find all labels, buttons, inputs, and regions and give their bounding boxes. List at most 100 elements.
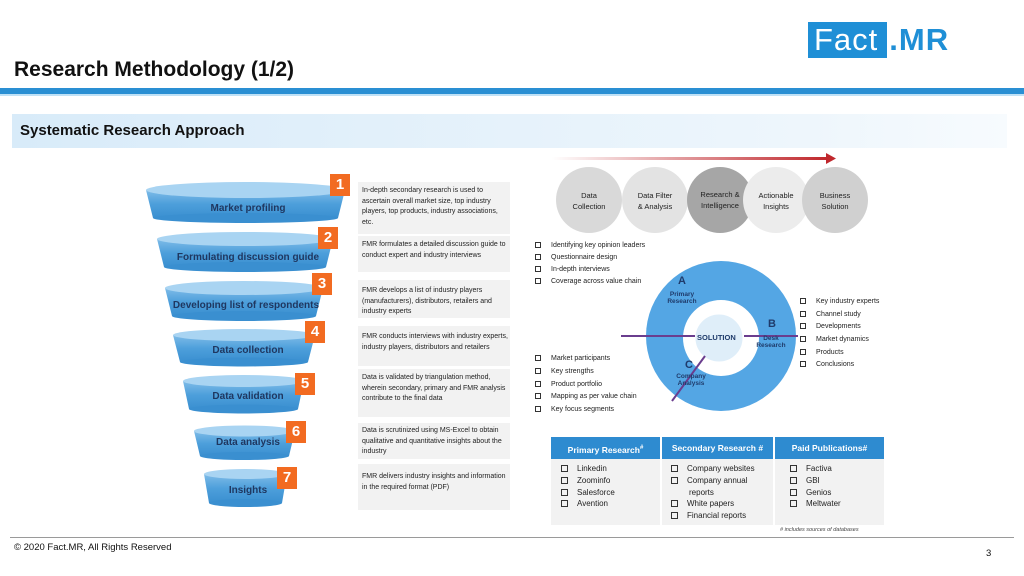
solution-wheel (621, 261, 798, 411)
desk-bullet-1-text: Key industry experts (816, 298, 880, 305)
company-bullet-5: Key focus segments (535, 405, 614, 415)
step-desc-6: Data is scrutinized using MS-Excel to ob… (362, 427, 502, 455)
checkbox-icon (535, 406, 541, 412)
wheel-letter-a: A (678, 275, 686, 287)
process-circle-4 (743, 167, 809, 233)
funnel-label-3: Developing list of respondents (172, 300, 320, 311)
wheel-label-company-line1: Company (676, 373, 706, 380)
checkbox-icon (671, 465, 678, 472)
desk-bullet-4-text: Market dynamics (816, 336, 869, 343)
wheel-label-company: Company Analysis (664, 373, 718, 387)
primary-sources-heading: Primary Research (567, 444, 640, 455)
funnel-label-4: Data collection (212, 345, 284, 356)
footer-rule (10, 537, 1014, 538)
checkbox-icon (671, 512, 678, 519)
checkbox-icon (561, 489, 568, 496)
process-label-3-line1: Research & (700, 190, 740, 199)
desk-bullet-1: Key industry experts (800, 297, 879, 307)
paid-sources-header: Paid Publications# (775, 437, 884, 459)
checkbox-icon (561, 477, 568, 484)
secondary-source-1-text: Company websites (687, 464, 755, 473)
process-circle-5 (802, 167, 868, 233)
desk-bullet-5-text: Products (816, 349, 844, 356)
secondary-source-1: Company websites (671, 463, 755, 475)
step-desc-2: FMR formulates a detailed discussion gui… (362, 241, 506, 259)
process-label-1: Data Collection (559, 190, 619, 212)
step-desc-4: FMR conducts interviews with industry ex… (362, 333, 508, 351)
checkbox-icon (535, 355, 541, 361)
primary-source-2-text: Zoominfo (577, 476, 611, 485)
checkbox-icon (790, 477, 797, 484)
step-desc-7: FMR delivers industry insights and infor… (362, 473, 506, 491)
funnel-stage-1 (146, 182, 345, 223)
checkbox-icon (535, 368, 541, 374)
checkbox-icon (800, 298, 806, 304)
step-desc-box-3 (358, 280, 510, 318)
primary-sources-body (551, 459, 660, 525)
paid-source-4-text: Meltwater (806, 499, 841, 508)
desk-bullet-5: Products (800, 348, 844, 358)
primary-sources-header: Primary Research# (551, 437, 660, 459)
sources-footnote: # includes sources of databases (780, 527, 859, 533)
step-desc-box-6 (358, 423, 510, 459)
funnel-stage-7 (204, 469, 287, 507)
primary-source-2: Zoominfo (561, 475, 610, 487)
title-rule-light (0, 94, 1024, 96)
checkbox-icon (800, 311, 806, 317)
process-label-2-line2: & Analysis (637, 202, 673, 211)
wheel-label-company-line2: Analysis (677, 380, 705, 387)
logo-text-left: Fact (808, 22, 888, 58)
company-bullet-2: Key strengths (535, 367, 594, 377)
checkbox-icon (535, 278, 541, 284)
copyright: © 2020 Fact.MR, All Rights Reserved (14, 542, 172, 553)
secondary-source-3-text: White papers (687, 499, 735, 508)
process-label-4-line1: Actionable (758, 191, 794, 200)
secondary-source-4: Financial reports (671, 510, 746, 522)
checkbox-icon (800, 361, 806, 367)
primary-bullet-4-text: Coverage across value chain (551, 278, 642, 285)
step-badge-6: 6 (286, 421, 306, 443)
logo-text-right: .MR (889, 22, 950, 57)
wheel-label-desk: Desk Research (748, 335, 794, 349)
desk-bullet-4: Market dynamics (800, 335, 869, 345)
checkbox-icon (671, 500, 678, 507)
checkbox-icon (790, 500, 797, 507)
process-circle-1 (556, 167, 622, 233)
company-bullet-2-text: Key strengths (551, 368, 594, 375)
primary-source-1: Linkedin (561, 463, 607, 475)
paid-source-2-text: GBI (806, 476, 820, 485)
step-badge-2: 2 (318, 227, 338, 249)
checkbox-icon (535, 266, 541, 272)
paid-source-3: Genios (790, 487, 831, 499)
process-label-5-line1: Business (819, 191, 851, 200)
wheel-letter-c: C (685, 359, 693, 371)
funnel-stage-2 (157, 232, 333, 272)
primary-source-3-text: Salesforce (577, 488, 615, 497)
funnel-label-6: Data analysis (216, 437, 280, 448)
checkbox-icon (671, 477, 678, 484)
primary-source-4: Avention (561, 498, 608, 510)
funnel-stage-5 (183, 375, 304, 414)
company-bullet-1: Market participants (535, 354, 610, 364)
process-label-1-line1: Data (581, 191, 597, 200)
step-badge-3: 3 (312, 273, 332, 295)
process-label-3-line2: Intelligence (701, 201, 739, 210)
company-bullet-3: Product portfolio (535, 380, 602, 390)
wheel-center-solution: SOLUTION (697, 333, 736, 342)
process-label-4: Actionable Insights (746, 190, 806, 212)
section-bar (12, 114, 1007, 148)
checkbox-icon (561, 465, 568, 472)
company-bullet-5-text: Key focus segments (551, 406, 615, 413)
title-rule (0, 88, 1024, 94)
funnel-stage-6 (194, 425, 295, 460)
desk-bullet-6-text: Conclusions (816, 361, 855, 368)
primary-source-1-text: Linkedin (577, 464, 607, 473)
paid-source-2: GBI (790, 475, 820, 487)
secondary-source-2-text: Company annual (687, 476, 748, 485)
company-bullet-1-text: Market participants (551, 355, 611, 362)
step-desc-1: In-depth secondary research is used to a… (362, 187, 498, 226)
primary-bullet-1: Identifying key opinion leaders (535, 241, 645, 251)
process-label-2-line1: Data Filter (637, 191, 673, 200)
primary-bullet-3: In-depth interviews (535, 265, 610, 275)
paid-sources-body (775, 459, 884, 525)
